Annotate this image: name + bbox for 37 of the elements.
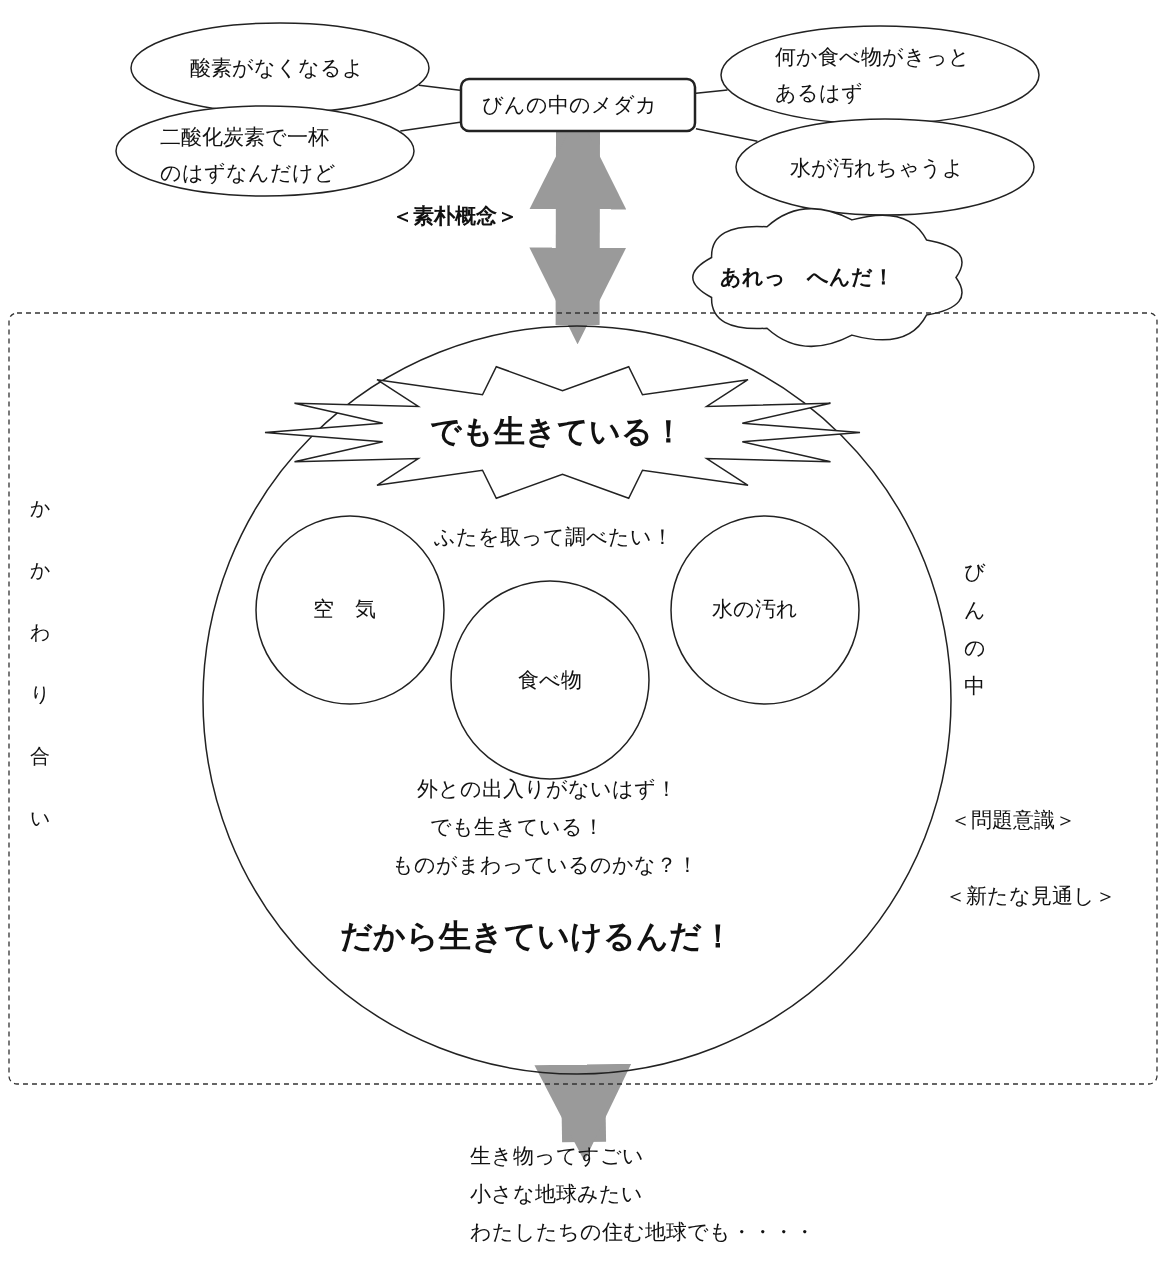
connector xyxy=(418,84,461,92)
stage-label: ＜問題意識＞ xyxy=(950,807,1076,834)
node-text: だから生きていけるんだ！ xyxy=(340,916,734,957)
speech-bubble xyxy=(720,25,1040,125)
node-text: びんの中のメダカ xyxy=(482,92,657,119)
node-text: でも生きている！ xyxy=(430,412,684,451)
node-text: 水が汚れちゃうよ xyxy=(790,155,964,182)
connector xyxy=(399,121,461,132)
node-text: 二酸化炭素で一杯のはずなんだけど xyxy=(160,124,337,187)
node-text: 食べ物 xyxy=(518,667,582,694)
stage-label: ＜新たな見通し＞ xyxy=(945,883,1116,910)
node-text: でも生きている！ xyxy=(430,814,604,841)
speech-bubble xyxy=(115,105,415,197)
connector xyxy=(695,89,729,95)
connector xyxy=(695,128,759,142)
node-text: ふたを取って調べたい！ xyxy=(434,524,673,551)
node-text: 何か食べ物がきっとあるはず xyxy=(775,44,971,107)
node-text: ものがまわっているのかな？！ xyxy=(392,852,698,879)
small-circle xyxy=(670,515,860,705)
small-circle xyxy=(450,580,650,780)
node-text: 空 気 xyxy=(313,596,376,623)
stage-label: ＜素朴概念＞ xyxy=(392,203,518,230)
node-text: 生き物ってすごい xyxy=(470,1143,644,1170)
node-text: 水の汚れ xyxy=(712,596,798,623)
node-text: かかわり合い xyxy=(30,495,51,832)
speech-bubble xyxy=(130,22,430,114)
dashed-region xyxy=(8,312,1158,1085)
node-text: 小さな地球みたい xyxy=(470,1181,643,1208)
node-text: わたしたちの住む地球でも・・・・ xyxy=(470,1219,815,1246)
node-text: あれっ へんだ！ xyxy=(720,264,894,291)
block-arrow xyxy=(534,1063,632,1162)
side-caption: びんの中 xyxy=(964,559,987,700)
speech-bubble xyxy=(735,118,1035,216)
title-box xyxy=(460,78,696,132)
starburst xyxy=(265,365,860,500)
node-text: 酸素がなくなるよ xyxy=(190,55,364,82)
node-text: 外との出入りがないはず！ xyxy=(417,776,677,803)
